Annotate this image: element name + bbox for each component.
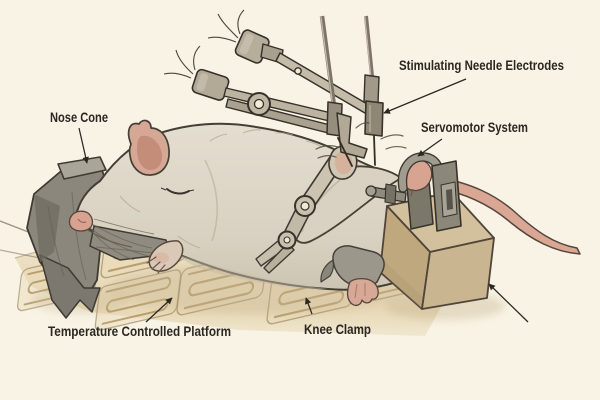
needle-a [337, 137, 353, 167]
box-right-face [421, 237, 495, 310]
arm2-bracket [336, 112, 368, 159]
eye-lashes [160, 187, 195, 192]
nose [68, 210, 94, 232]
clamp-hinge1-hole [300, 201, 310, 211]
micromanipulator-arms [163, 9, 407, 167]
servomotor-arrow [417, 138, 443, 157]
nose-cone-tray [89, 225, 171, 261]
shoulder-crease [204, 159, 218, 242]
needle-b [373, 135, 376, 166]
knob1-highlight [239, 33, 254, 55]
electrode-rod-a [319, 15, 337, 107]
servomotor-system-label: Servomotor System [421, 119, 528, 135]
pin-collar [384, 183, 397, 205]
whiskers [89, 218, 155, 261]
motion-strokes [315, 122, 407, 159]
front-paw [146, 240, 184, 274]
knee-clamp-label: Knee Clamp [304, 321, 371, 337]
electrode-holder-b [364, 100, 384, 137]
knee-clamp-arrow [305, 297, 313, 315]
toe-lines [354, 283, 366, 299]
eye-closed [166, 188, 190, 195]
cone-crease-lines [47, 191, 87, 281]
arm1-hole [294, 67, 302, 75]
nose-cone-arrow [78, 127, 89, 164]
servo-box-arrow [488, 283, 529, 323]
stimulating-needle-electrodes-label: Stimulating Needle Electrodes [399, 57, 564, 73]
wire-leads-2 [163, 45, 201, 79]
box-shade [381, 262, 422, 308]
knob2-highlight [196, 73, 209, 92]
electrode-coupler-b [363, 74, 380, 105]
servo-slot [446, 189, 453, 210]
nose-cone-label: Nose Cone [50, 109, 108, 125]
rod-a-highlight [320, 15, 334, 107]
platform-arrow [145, 297, 173, 323]
cone-fold-shade [34, 194, 60, 262]
wire-leads-1 [207, 9, 245, 43]
nostril [77, 218, 87, 223]
paw-claws [146, 256, 166, 274]
rod-b-highlight [364, 15, 372, 77]
ear-inner [137, 135, 163, 170]
annotations: Nose Cone Stimulating Needle Electrodes … [48, 57, 564, 339]
arm2-pivot-hole [253, 98, 265, 110]
paw-pink [153, 252, 169, 264]
temperature-controlled-platform-label: Temperature Controlled Platform [48, 323, 231, 339]
servomotor-system [365, 152, 462, 232]
cone-folds [39, 254, 101, 319]
electrodes-arrow [383, 78, 467, 114]
hind-foot [346, 277, 379, 307]
pin-cap [365, 185, 377, 197]
knee-clamp [255, 145, 358, 274]
tail [435, 176, 581, 255]
rat-snout [68, 210, 155, 261]
ankle-wrap [332, 245, 385, 288]
electrode-rod-b [364, 15, 374, 77]
clamp-hinge2-hole [283, 236, 291, 244]
